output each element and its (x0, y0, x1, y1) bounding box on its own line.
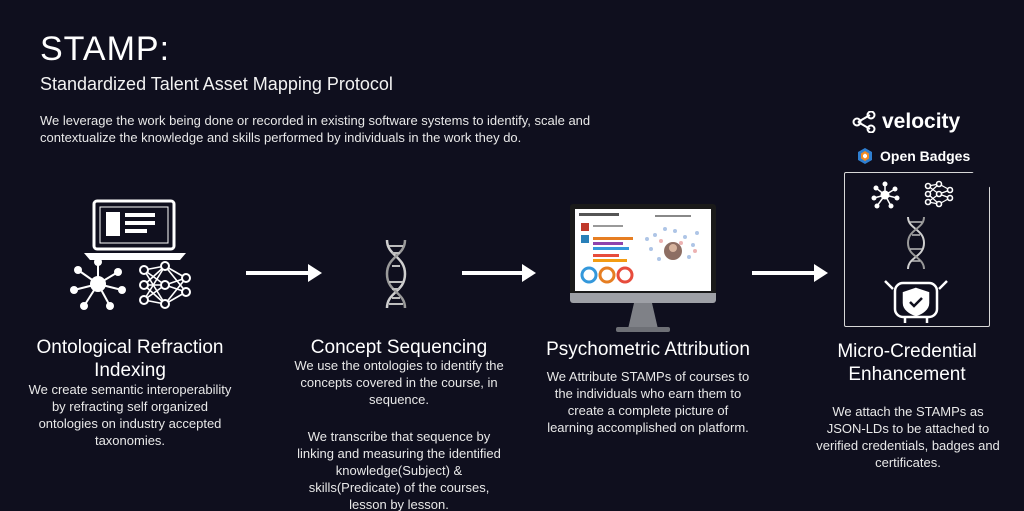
page-subtitle: Standardized Talent Asset Mapping Protoc… (40, 74, 393, 94)
dashboard-preview (579, 213, 699, 284)
column-2-text: We use the ontologies to identify the co… (294, 358, 504, 407)
open-badges-label: Open Badges (880, 148, 971, 164)
column-4-title: Micro-Credential Enhancement (837, 341, 977, 385)
monitor-icon (570, 204, 716, 296)
velocity-brand: velocity (852, 110, 960, 134)
flow-arrow-2 (462, 264, 536, 282)
monitor-neck (628, 303, 658, 329)
share-icon (852, 111, 876, 133)
column-3-title: Psychometric Attribution (546, 339, 750, 360)
column-4-text: We attach the STAMPs as JSON-LDs to be a… (816, 404, 1000, 470)
neural-network-icon (139, 261, 191, 309)
monitor-chin (570, 293, 716, 303)
open-badges-brand: Open Badges (856, 147, 970, 165)
column-2-text-2: We transcribe that sequence by linking a… (297, 429, 501, 511)
open-badges-icon (858, 148, 872, 164)
monitor-base (616, 327, 670, 332)
flow-arrow-1 (246, 264, 322, 282)
column-1-text: We create semantic interoperability by r… (28, 382, 232, 448)
dna-icon (385, 239, 407, 309)
flow-arrow-3 (752, 264, 828, 282)
intro-paragraph: We leverage the work being done or recor… (40, 113, 591, 145)
laptop-icon (84, 199, 186, 260)
page-title: STAMP: (40, 30, 171, 68)
column-3-text: We Attribute STAMPs of courses to the in… (546, 369, 750, 435)
robot-shield-icon (871, 180, 954, 323)
column-2-title: Concept Sequencing (310, 337, 488, 358)
velocity-label: velocity (882, 110, 961, 133)
column-1-title: Ontological Refraction Indexing (36, 337, 224, 381)
network-icon (70, 258, 126, 310)
credential-card (844, 172, 990, 327)
